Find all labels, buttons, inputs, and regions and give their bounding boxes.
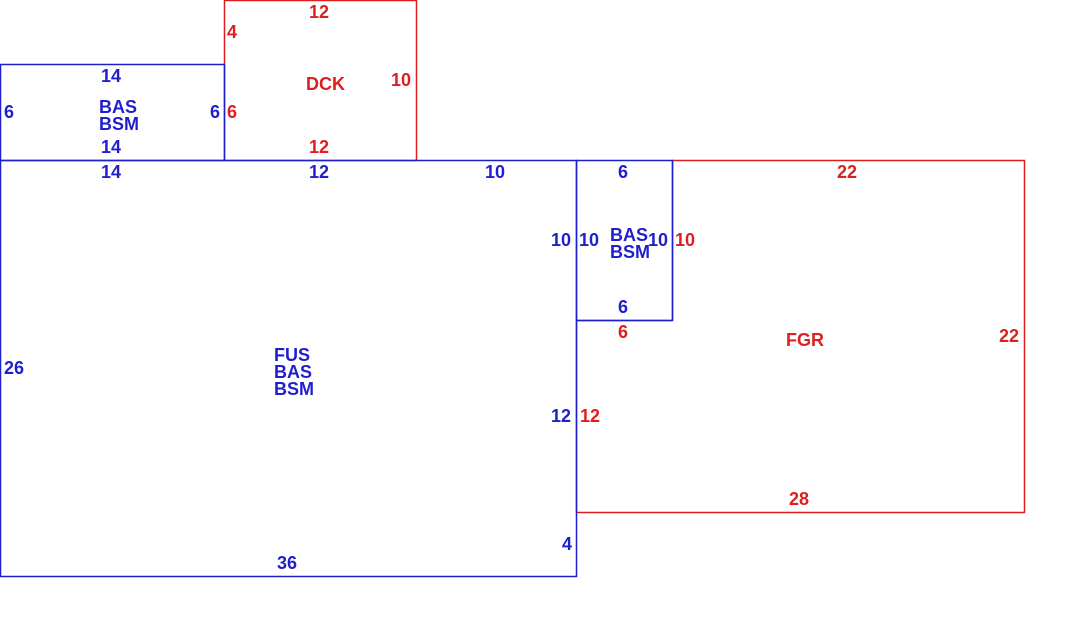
main-dim-top-right: 10 xyxy=(485,162,505,182)
main-area-code-2: BAS xyxy=(274,362,312,382)
garage-dim-notch-bottom: 6 xyxy=(618,322,628,342)
small-right-area-outline xyxy=(575,159,674,322)
main-area-code-3: BSM xyxy=(274,379,314,399)
upper-left-dim-bottom: 14 xyxy=(101,137,121,157)
small-right-area-code-2: BSM xyxy=(610,242,650,262)
upper-left-area-code-2: BSM xyxy=(99,114,139,134)
upper-left-area-code-1: BAS xyxy=(99,97,137,117)
garage-dim-right: 22 xyxy=(999,326,1019,346)
deck-dim-top: 12 xyxy=(309,2,329,22)
deck-dim-left-upper: 4 xyxy=(227,22,237,42)
main-dim-right-upper: 10 xyxy=(551,230,571,250)
main-dim-right-lower: 12 xyxy=(551,406,571,426)
main-dim-left: 26 xyxy=(4,358,24,378)
garage-area-code: FGR xyxy=(786,330,824,350)
main-dim-top-mid: 12 xyxy=(309,162,329,182)
garage-dim-top: 22 xyxy=(837,162,857,182)
upper-left-dim-right: 6 xyxy=(210,102,220,122)
main-dim-bottom: 36 xyxy=(277,553,297,573)
upper-left-dim-top: 14 xyxy=(101,66,121,86)
small-right-area-code-1: BAS xyxy=(610,225,648,245)
deck-area-code: DCK xyxy=(306,74,345,94)
deck-dim-right: 10 xyxy=(391,70,411,90)
garage-dim-left-lower: 12 xyxy=(580,406,600,426)
garage-dim-bottom: 28 xyxy=(789,489,809,509)
small-right-dim-top: 6 xyxy=(618,162,628,182)
small-right-dim-bottom: 6 xyxy=(618,297,628,317)
upper-left-dim-left: 6 xyxy=(4,102,14,122)
main-dim-top-left: 14 xyxy=(101,162,121,182)
garage-dim-left-upper: 10 xyxy=(675,230,695,250)
deck-dim-bottom: 12 xyxy=(309,137,329,157)
small-right-dim-right: 10 xyxy=(648,230,668,250)
main-area-code-1: FUS xyxy=(274,345,310,365)
main-dim-right-bottom: 4 xyxy=(562,534,572,554)
small-right-dim-left: 10 xyxy=(579,230,599,250)
main-area-outline xyxy=(0,159,578,578)
deck-dim-left-lower: 6 xyxy=(227,102,237,122)
